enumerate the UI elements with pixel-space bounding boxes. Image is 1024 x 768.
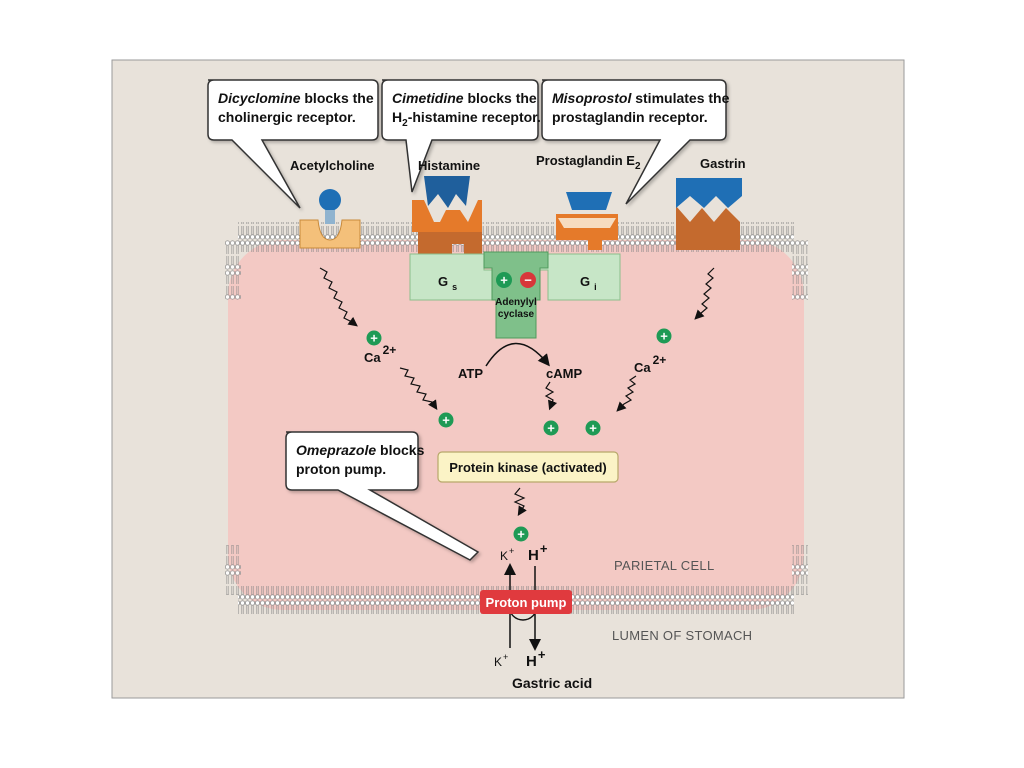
gastric-acid-label: Gastric acid <box>512 675 592 691</box>
acetylcholine-ligand <box>319 189 341 211</box>
gastrin-signal-arrow <box>694 267 715 320</box>
callout-cimetidine-line2: H2-histamine receptor. <box>392 109 541 129</box>
callout-cimetidine-line1: Cimetidine blocks the <box>392 90 537 106</box>
adenylyl-label-1: Adenylyl <box>495 297 537 308</box>
k-inside-label: K+ <box>500 546 514 563</box>
gastrin-ligand <box>676 178 742 208</box>
histamine-ligand <box>424 176 470 208</box>
h2-histamine-receptor <box>412 200 482 232</box>
gastrin-receptor <box>676 206 740 250</box>
plus-sign-gastrin: + <box>656 328 672 344</box>
svg-text:+: + <box>589 421 597 436</box>
gi-inhibition-sign: − <box>520 272 536 288</box>
label-histamine: Histamine <box>418 158 480 173</box>
camp-label: cAMP <box>546 366 582 381</box>
cholinergic-receptor <box>299 219 361 249</box>
h-inside-label: H+ <box>528 541 548 564</box>
svg-text:+: + <box>370 331 378 346</box>
kinase-signal-arrow <box>513 487 527 517</box>
ca-left-signal-arrow <box>399 367 438 410</box>
plus-sign-kinase: + <box>513 526 529 542</box>
lumen-label: LUMEN OF STOMACH <box>612 628 752 643</box>
svg-text:+: + <box>517 527 525 542</box>
plus-sign-ca-right: + <box>585 420 601 436</box>
gs-protein <box>409 253 493 301</box>
parietal-cell-label: PARIETAL CELL <box>614 558 714 573</box>
plus-sign-ca-left: + <box>438 412 454 428</box>
svg-text:+: + <box>660 329 668 344</box>
svg-text:+: + <box>547 421 555 436</box>
protein-kinase-label: Protein kinase (activated) <box>449 460 607 475</box>
callout-misoprostol-line1: Misoprostol stimulates the <box>552 90 730 106</box>
callout-dicyclomine-line2: cholinergic receptor. <box>218 109 356 125</box>
proton-pump-label: Proton pump <box>486 595 567 610</box>
callout-dicyclomine-line1: Dicyclomine blocks the <box>218 90 374 106</box>
camp-signal-arrow <box>544 381 558 411</box>
svg-text:−: − <box>524 273 532 288</box>
proton-pump <box>480 590 572 614</box>
plus-sign-ach: + <box>366 330 382 346</box>
gs-stimulation-sign: + <box>496 272 512 288</box>
callout-omeprazole <box>285 431 480 561</box>
adenylyl-label-2: cyclase <box>498 309 535 320</box>
atp-to-camp-arrow <box>485 342 550 367</box>
callout-cimetidine <box>381 79 539 193</box>
label-prostaglandin: Prostaglandin E2 <box>536 153 641 172</box>
label-gastrin: Gastrin <box>700 156 746 171</box>
label-acetylcholine: Acetylcholine <box>290 158 375 173</box>
h-outside-label: H+ <box>526 647 546 670</box>
callout-omeprazole-line2: proton pump. <box>296 461 386 477</box>
plus-sign-camp: + <box>543 420 559 436</box>
ca-right-signal-arrow <box>616 375 637 412</box>
ach-signal-arrow <box>319 267 358 327</box>
callout-dicyclomine <box>207 79 379 209</box>
callout-misoprostol-line2: prostaglandin receptor. <box>552 109 708 125</box>
callout-misoprostol <box>541 79 727 205</box>
prostaglandin-ligand <box>566 192 612 210</box>
callout-omeprazole-line1: Omeprazole blocks <box>296 442 425 458</box>
atp-label: ATP <box>458 366 483 381</box>
svg-text:+: + <box>442 413 450 428</box>
k-outside-label: K+ <box>494 652 508 669</box>
svg-text:+: + <box>500 273 508 288</box>
protein-kinase-box <box>437 451 619 483</box>
